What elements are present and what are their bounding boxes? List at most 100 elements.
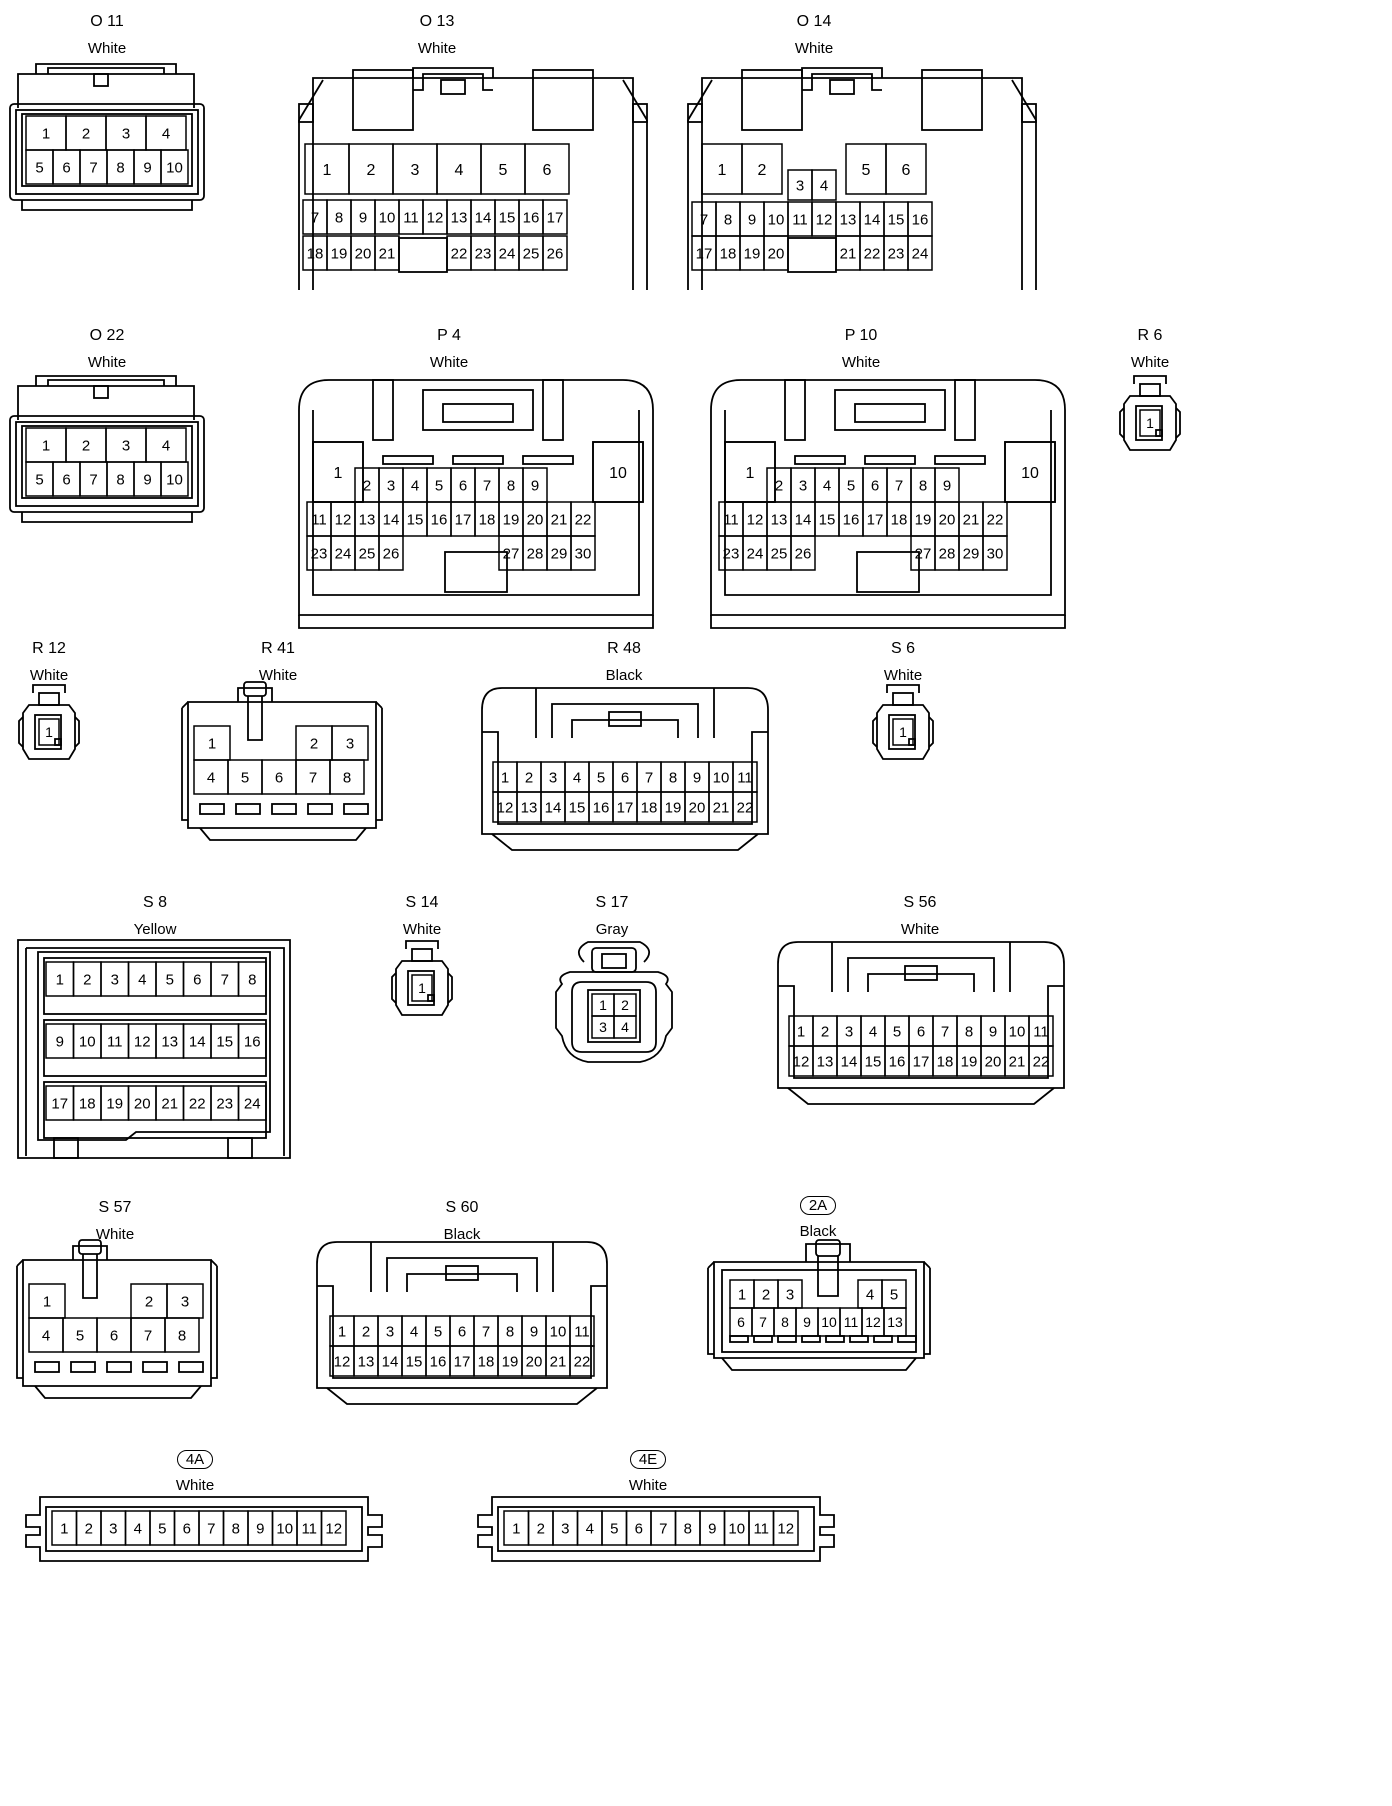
terminal-number: 1 <box>738 1286 746 1303</box>
terminal-number: 3 <box>599 1019 607 1035</box>
housing-outline <box>47 379 165 386</box>
housing-outline <box>21 200 193 211</box>
terminal-number: 11 <box>301 1520 317 1537</box>
terminal-cell <box>592 441 644 503</box>
housing-outline <box>47 67 165 74</box>
side-lock <box>352 69 414 131</box>
terminal-number: 15 <box>499 209 516 226</box>
terminal-number: 22 <box>451 245 468 262</box>
terminal-number: 6 <box>183 1520 191 1537</box>
terminal-number: 6 <box>917 1023 925 1040</box>
terminal-number: 6 <box>458 1323 466 1340</box>
terminal-number: 11 <box>403 209 419 226</box>
connector-color: Black <box>799 1223 837 1240</box>
terminal-number: 5 <box>76 1327 84 1344</box>
connector-code: 4E <box>629 1450 667 1469</box>
terminal-number: 11 <box>574 1323 590 1340</box>
terminal-number: 8 <box>965 1023 973 1040</box>
terminal-number: 9 <box>989 1023 997 1040</box>
housing-outline <box>312 77 634 290</box>
terminal-number: 1 <box>42 437 50 454</box>
housing-outline <box>412 67 494 78</box>
terminal-pocket <box>888 714 916 750</box>
terminal-number: 15 <box>865 1053 882 1070</box>
terminal-cell <box>320 1510 347 1546</box>
terminal-number: 11 <box>737 769 753 786</box>
housing-outline <box>15 421 199 507</box>
terminal-number: 8 <box>684 1520 692 1537</box>
latch <box>904 965 938 981</box>
pin-slot <box>825 1335 845 1343</box>
terminal-number: 17 <box>696 245 713 262</box>
terminal-number: 18 <box>307 245 324 262</box>
terminal-cell <box>724 441 776 503</box>
terminal-cell <box>411 974 433 1002</box>
terminal-number: 25 <box>359 545 376 562</box>
pin-slot <box>235 803 261 815</box>
terminal-number: 12 <box>334 1353 351 1370</box>
terminal-number: 2 <box>537 1520 545 1537</box>
housing-outline <box>22 1259 212 1387</box>
terminal-cell <box>982 535 1008 571</box>
terminal-number: 18 <box>478 1353 495 1370</box>
terminal-number: 8 <box>178 1327 186 1344</box>
housing-outline <box>1133 375 1167 384</box>
terminal-number: 2 <box>145 1293 153 1310</box>
terminal-number: 12 <box>134 1033 151 1050</box>
terminal-number: 23 <box>723 545 740 562</box>
housing-outline <box>721 1357 917 1371</box>
terminal-number: 30 <box>987 545 1004 562</box>
terminal-number: 7 <box>144 1327 152 1344</box>
terminal-number: 13 <box>161 1033 178 1050</box>
latch <box>38 692 60 706</box>
connector-color: White <box>258 667 298 684</box>
terminal-number: 5 <box>610 1520 618 1537</box>
terminal-number: 18 <box>891 511 908 528</box>
connector-code: R 6 <box>1137 327 1163 344</box>
terminal-number: 3 <box>796 177 804 194</box>
key-bar <box>934 455 986 465</box>
lock-tab <box>1155 429 1163 437</box>
terminal-cell <box>790 535 816 571</box>
terminal-number: 14 <box>864 211 881 228</box>
terminal-number: 16 <box>431 511 448 528</box>
terminal-number: 4 <box>162 125 170 142</box>
terminal-cell <box>329 759 365 795</box>
connector-color: White <box>402 921 442 938</box>
terminal-cell <box>524 143 570 195</box>
terminal-number: 11 <box>844 1314 859 1330</box>
terminal-number: 7 <box>659 1520 667 1537</box>
terminal-number: 22 <box>864 245 881 262</box>
row-frame <box>43 957 267 1015</box>
terminal-number: 17 <box>867 511 884 528</box>
terminal-number: 6 <box>62 471 70 488</box>
connector-color: Black <box>605 667 643 684</box>
housing-outline <box>21 113 193 187</box>
terminal-number: 20 <box>526 1353 543 1370</box>
housing-outline <box>802 73 882 91</box>
key-bar <box>452 455 504 465</box>
terminal-number: 8 <box>781 1314 789 1330</box>
terminal-frame <box>45 1506 363 1552</box>
latch <box>829 79 855 95</box>
connector-code: S 57 <box>98 1199 132 1216</box>
latch-frame <box>422 389 534 431</box>
terminal-number: 20 <box>527 511 544 528</box>
terminal-number: 21 <box>963 511 980 528</box>
housing-outline <box>247 696 263 741</box>
pin-slot <box>801 1335 821 1343</box>
housing-outline <box>876 704 930 760</box>
terminal-number: 2 <box>758 162 767 179</box>
terminal-number: 13 <box>359 511 376 528</box>
terminal-number: 2 <box>85 1520 93 1537</box>
housing-outline <box>326 1387 598 1405</box>
terminal-number: 4 <box>573 769 581 786</box>
